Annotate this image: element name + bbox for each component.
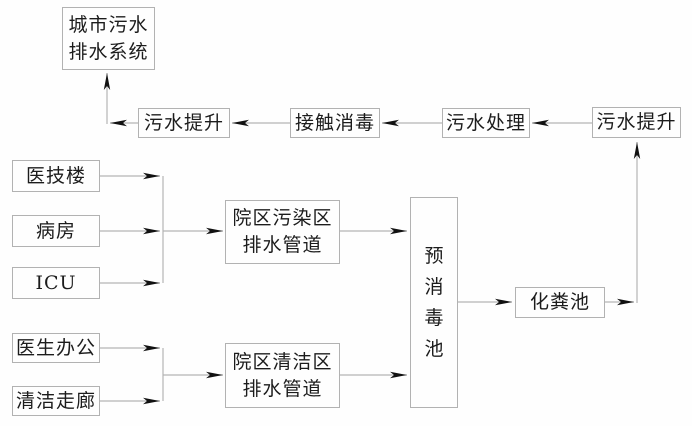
node-clean-corridor-label: 清洁走廊	[15, 389, 96, 412]
node-pre-disinfection-pool: 预消毒池	[410, 197, 458, 408]
node-city-sewer-system-label: 城市污水 排水系统	[68, 13, 149, 63]
node-sewage-treatment-label: 污水处理	[445, 111, 526, 134]
node-medical-building: 医技楼	[12, 160, 100, 192]
node-icu-label: ICU	[35, 271, 77, 294]
node-contact-disinfection: 接触消毒	[290, 108, 380, 138]
node-doctor-office: 医生办公	[12, 333, 100, 363]
node-doctor-office-label: 医生办公	[15, 336, 96, 359]
node-icu: ICU	[12, 267, 100, 299]
node-pre-disinfection-pool-label: 预消毒池	[424, 244, 444, 360]
node-septic-tank-label: 化粪池	[529, 291, 590, 313]
node-ward-label: 病房	[35, 219, 76, 242]
node-medical-building-label: 医技楼	[25, 164, 86, 187]
node-polluted-area-drain-pipe-label: 院区污染区 排水管道	[232, 207, 333, 256]
node-septic-tank: 化粪池	[515, 287, 605, 318]
node-clean-area-drain-pipe-label: 院区清洁区 排水管道	[232, 350, 333, 400]
node-contact-disinfection-label: 接触消毒	[294, 111, 375, 134]
node-sewage-lift-left-label: 污水提升	[143, 111, 224, 134]
node-sewage-lift-left: 污水提升	[138, 108, 230, 138]
node-sewage-treatment: 污水处理	[442, 108, 530, 138]
node-city-sewer-system: 城市污水 排水系统	[62, 7, 155, 70]
node-polluted-area-drain-pipe: 院区污染区 排水管道	[225, 200, 340, 264]
node-sewage-lift-right: 污水提升	[592, 107, 681, 138]
node-sewage-lift-right-label: 污水提升	[596, 111, 677, 133]
node-ward: 病房	[12, 215, 100, 247]
node-clean-corridor: 清洁走廊	[12, 386, 100, 416]
node-clean-area-drain-pipe: 院区清洁区 排水管道	[225, 343, 340, 408]
